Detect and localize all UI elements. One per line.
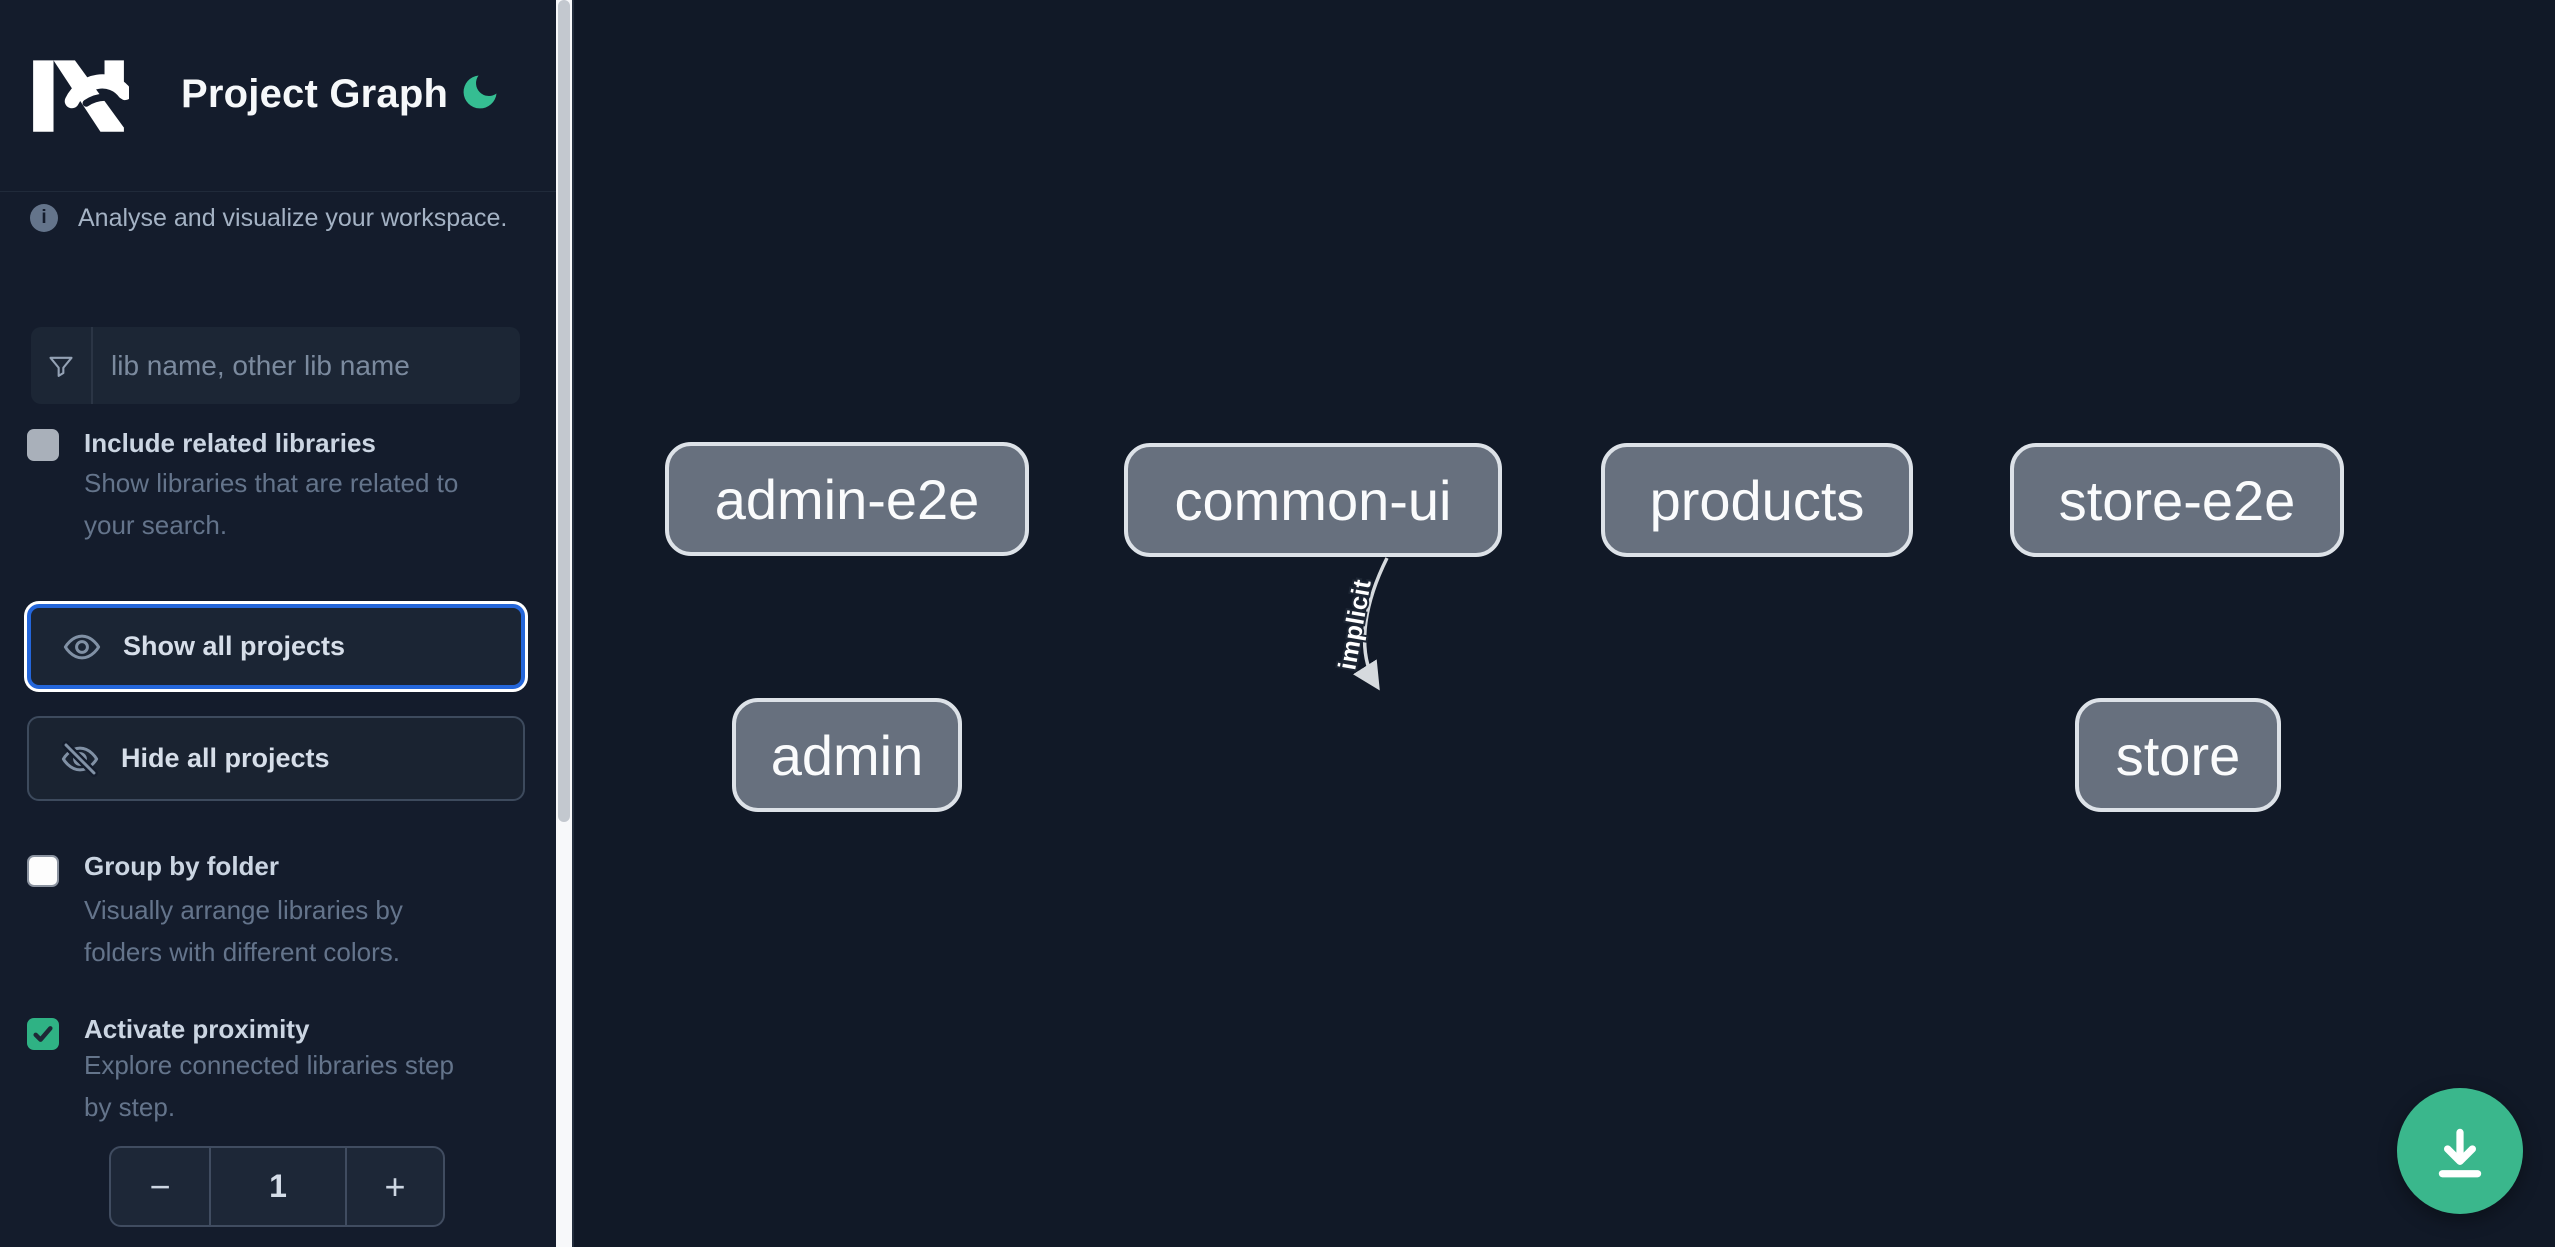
download-icon bbox=[2429, 1120, 2491, 1182]
activate-proximity-description: Explore connected libraries step by step… bbox=[84, 1044, 544, 1128]
nx-logo bbox=[27, 56, 129, 132]
edge-label: implicit bbox=[1333, 577, 1376, 672]
include-related-description: Show libraries that are related to your … bbox=[84, 462, 544, 546]
activate-proximity-checkbox[interactable] bbox=[27, 1018, 59, 1050]
group-by-folder-label: Group by folder bbox=[84, 851, 279, 881]
hide-all-projects-label: Hide all projects bbox=[121, 743, 330, 773]
graph-edges-layer: implicit implicit bbox=[1331, 557, 1389, 691]
show-all-projects-label: Show all projects bbox=[123, 631, 346, 661]
check-icon bbox=[30, 1021, 56, 1047]
theme-toggle-button[interactable] bbox=[458, 66, 510, 118]
info-icon: i bbox=[30, 204, 58, 232]
graph-node-store-e2e[interactable]: store-e2e bbox=[2010, 443, 2344, 557]
increment-button[interactable]: + bbox=[347, 1148, 443, 1225]
graph-node-store[interactable]: store bbox=[2075, 698, 2281, 812]
description-line: Show libraries that are related to bbox=[84, 468, 459, 498]
graph-node-admin-e2e[interactable]: admin-e2e bbox=[665, 442, 1029, 556]
sidebar-scrollbar-track[interactable] bbox=[556, 0, 572, 1247]
library-filter-input[interactable] bbox=[93, 327, 520, 404]
eye-slash-icon bbox=[59, 738, 101, 780]
description-line: your search. bbox=[84, 510, 228, 540]
page-title: Project Graph bbox=[181, 72, 449, 116]
sidebar-header: Project Graph bbox=[0, 0, 556, 192]
graph-node-common-ui[interactable]: common-ui bbox=[1124, 443, 1502, 557]
graph-node-products[interactable]: products bbox=[1601, 443, 1913, 557]
search-box bbox=[31, 327, 520, 404]
filter-funnel-icon bbox=[31, 327, 93, 404]
activate-proximity-label: Activate proximity bbox=[84, 1014, 310, 1044]
graph-canvas[interactable]: implicit implicit admin-e2e common-ui pr… bbox=[572, 0, 2555, 1247]
edge-admin-e2e-to-admin: implicit bbox=[1331, 557, 1389, 691]
include-related-label: Include related libraries bbox=[84, 428, 376, 458]
eye-icon bbox=[61, 626, 103, 668]
sidebar: Project Graph i Analyse and visualize yo… bbox=[0, 0, 556, 1247]
description-line: by step. bbox=[84, 1092, 176, 1122]
group-by-folder-checkbox[interactable] bbox=[27, 855, 59, 887]
sidebar-scrollbar-thumb[interactable] bbox=[558, 0, 570, 822]
description-line: Explore connected libraries step bbox=[84, 1050, 454, 1080]
hide-all-projects-button[interactable]: Hide all projects bbox=[27, 716, 525, 801]
decrement-button[interactable]: − bbox=[111, 1148, 209, 1225]
moon-icon bbox=[458, 70, 510, 114]
workspace-info-text: Analyse and visualize your workspace. bbox=[78, 204, 508, 232]
proximity-depth-stepper: − 1 + bbox=[109, 1146, 445, 1227]
download-graph-button[interactable] bbox=[2397, 1088, 2523, 1214]
description-line: Visually arrange libraries by bbox=[84, 895, 403, 925]
show-all-projects-button[interactable]: Show all projects bbox=[27, 604, 525, 689]
include-related-checkbox[interactable] bbox=[27, 429, 59, 461]
description-line: folders with different colors. bbox=[84, 937, 400, 967]
group-by-folder-description: Visually arrange libraries by folders wi… bbox=[84, 889, 544, 973]
graph-node-admin[interactable]: admin bbox=[732, 698, 962, 812]
proximity-depth-value: 1 bbox=[209, 1148, 347, 1225]
